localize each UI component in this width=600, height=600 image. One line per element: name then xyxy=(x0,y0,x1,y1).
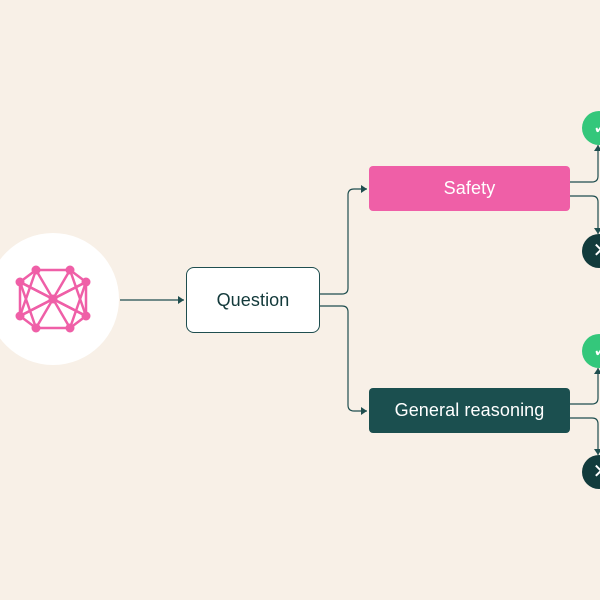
safety-fail-node: ✕ xyxy=(582,234,600,268)
check-icon: ✓ xyxy=(593,118,600,138)
safety-pass-node: ✓ xyxy=(582,111,600,145)
question-label: Question xyxy=(216,289,290,310)
general-reasoning-label: General reasoning xyxy=(394,400,545,420)
general-reasoning-node: General reasoning xyxy=(369,388,570,433)
question-node: Question xyxy=(186,267,320,333)
connector-general-to-fail xyxy=(570,417,600,455)
connector-question-to-general xyxy=(320,305,367,415)
connector-safety-to-fail xyxy=(570,195,600,234)
neural-network-icon xyxy=(15,265,91,333)
connector-question-to-safety xyxy=(320,185,367,295)
x-icon: ✕ xyxy=(593,241,600,261)
general-fail-node: ✕ xyxy=(582,455,600,489)
general-pass-node: ✓ xyxy=(582,334,600,368)
safety-node: Safety xyxy=(369,166,570,211)
source-node xyxy=(0,233,119,365)
safety-label: Safety xyxy=(443,178,496,198)
connector-general-to-pass xyxy=(570,368,600,405)
connector-safety-to-pass xyxy=(570,145,600,183)
check-icon: ✓ xyxy=(593,341,600,361)
x-icon: ✕ xyxy=(593,462,600,482)
